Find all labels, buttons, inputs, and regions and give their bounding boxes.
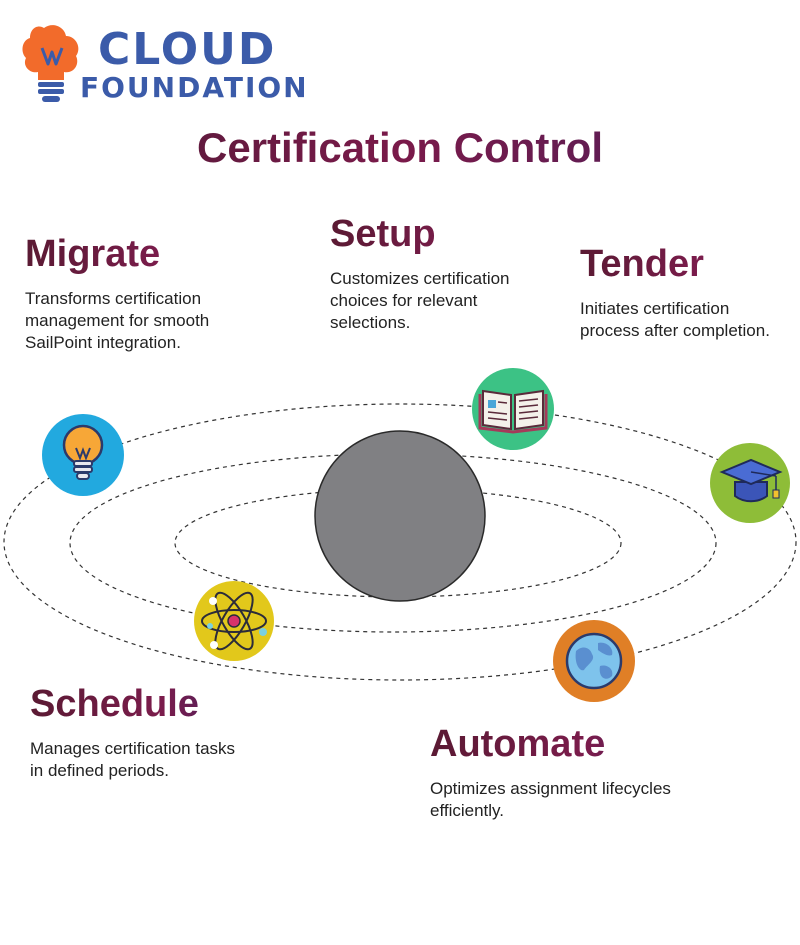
setup-description: Customizes certification choices for rel… <box>330 268 510 332</box>
tender-heading: Tender <box>580 243 780 286</box>
migrate-heading: Migrate <box>25 233 255 276</box>
setup-icon-circle <box>472 368 554 450</box>
page-title: Certification Control <box>0 124 800 172</box>
automate-description: Optimizes assignment lifecycles efficien… <box>430 778 671 820</box>
migrate-block: Migrate Transforms certification managem… <box>25 233 255 354</box>
lightbulb-logo-icon <box>22 25 79 102</box>
schedule-description: Manages certification tasks in defined p… <box>30 738 236 780</box>
tender-icon-circle <box>710 443 790 523</box>
automate-icon-circle <box>553 620 635 702</box>
lightbulb-icon <box>62 424 104 480</box>
setup-block: Setup Customizes certification choices f… <box>330 213 550 334</box>
schedule-heading: Schedule <box>30 683 250 726</box>
graduation-cap-icon <box>719 458 783 503</box>
setup-heading: Setup <box>330 213 550 256</box>
automate-block: Automate Optimizes assignment lifecycles… <box>430 723 690 822</box>
migrate-description: Transforms certification management for … <box>25 288 210 352</box>
open-book-icon <box>478 389 548 434</box>
tender-block: Tender Initiates certification process a… <box>580 243 780 342</box>
center-planet <box>314 430 486 602</box>
atom-icon <box>201 591 267 651</box>
automate-heading: Automate <box>430 723 690 766</box>
outer-orbit <box>3 403 797 681</box>
logo-text-cloud: CLOUD <box>98 24 277 75</box>
schedule-block: Schedule Manages certification tasks in … <box>30 683 250 782</box>
tender-description: Initiates certification process after co… <box>580 298 770 340</box>
globe-icon <box>565 632 623 690</box>
logo-text-foundation: FOUNDATION <box>80 71 309 104</box>
migrate-icon-circle <box>42 414 124 496</box>
schedule-icon-circle <box>194 581 274 661</box>
cloud-foundation-logo: CLOUD FOUNDATION <box>18 18 348 108</box>
